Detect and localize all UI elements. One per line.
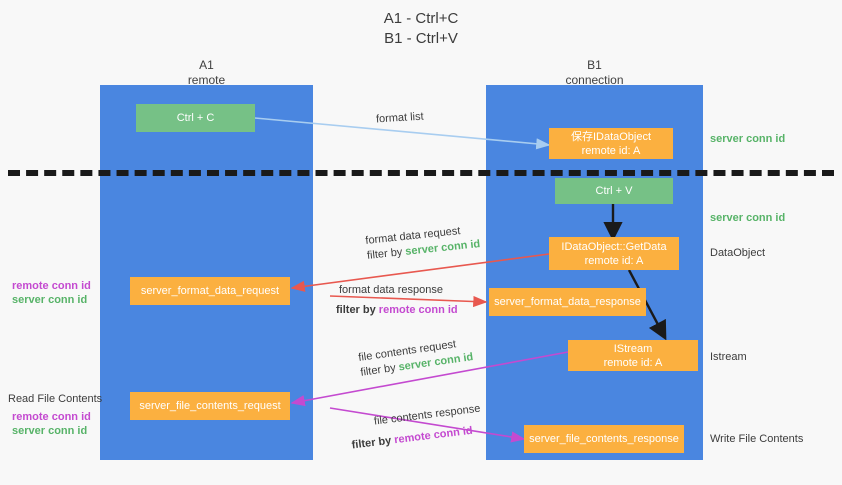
node-idataobject[interactable]: 保存IDataObject remote id: A bbox=[549, 128, 673, 159]
phase-divider bbox=[8, 170, 834, 176]
edge-label-format-data-request-filter-prefix: filter by bbox=[366, 245, 406, 262]
annotation-dataobject: DataObject bbox=[710, 247, 766, 259]
node-server-format-data-request[interactable]: server_format_data_request bbox=[130, 277, 290, 305]
node-server-format-data-request-label: server_format_data_request bbox=[140, 285, 280, 297]
edge-label-file-contents-request: file contents request filter by server c… bbox=[357, 335, 474, 381]
node-idataobject-line2: remote id: A bbox=[581, 144, 641, 157]
column-header-b1-name: B1 bbox=[587, 58, 602, 72]
annotation-server-conn-id-2: server conn id bbox=[12, 425, 88, 437]
node-server-file-contents-request-label: server_file_contents_request bbox=[139, 400, 281, 412]
node-ctrl-c[interactable]: Ctrl + C bbox=[136, 104, 255, 132]
annotation-remote-conn-id-2: remote conn id bbox=[12, 411, 91, 423]
node-ctrl-c-label: Ctrl + C bbox=[176, 112, 215, 124]
column-header-a1-sublabel: remote bbox=[187, 73, 226, 87]
node-idataobject-getdata[interactable]: IDataObject::GetData remote id: A bbox=[549, 237, 679, 270]
edge-label-format-list: format list bbox=[376, 110, 425, 128]
annotation-server-conn-id-mid: server conn id bbox=[710, 212, 786, 224]
edge-label-format-data-response-filter-prefix: filter by bbox=[336, 304, 379, 316]
node-ctrl-v[interactable]: Ctrl + V bbox=[555, 178, 673, 204]
edge-label-format-list-text: format list bbox=[375, 110, 424, 126]
edge-label-file-contents-request-filter-prefix: filter by bbox=[359, 361, 400, 379]
edge-label-format-data-response-filter: filter by remote conn id bbox=[336, 303, 458, 318]
column-header-a1-name: A1 bbox=[199, 58, 214, 72]
node-istream[interactable]: IStream remote id: A bbox=[568, 340, 698, 371]
column-header-a1: A1 remote bbox=[100, 58, 313, 88]
edge-label-format-data-response: format data response filter by remote co… bbox=[336, 283, 458, 318]
column-header-b1-sublabel: connection bbox=[565, 73, 624, 87]
annotation-server-conn-id-1: server conn id bbox=[12, 294, 88, 306]
edge-label-format-data-response-line1: format data response bbox=[339, 284, 443, 296]
node-idataobject-getdata-line1: IDataObject::GetData bbox=[561, 240, 667, 253]
edge-label-file-contents-response: file contents response filter by remote … bbox=[351, 402, 484, 452]
title-line-1: A1 - Ctrl+C bbox=[383, 10, 459, 27]
node-server-format-data-response-label: server_format_data_response bbox=[494, 296, 641, 308]
title-line-2: B1 - Ctrl+V bbox=[384, 30, 458, 47]
node-server-file-contents-response[interactable]: server_file_contents_response bbox=[524, 425, 684, 453]
annotation-read-file-contents: Read File Contents bbox=[8, 393, 103, 405]
annotation-write-file-contents: Write File Contents bbox=[710, 433, 804, 445]
annotation-remote-conn-id-1: remote conn id bbox=[12, 280, 91, 292]
node-idataobject-line1: 保存IDataObject bbox=[570, 130, 652, 143]
edge-label-file-contents-response-filter-prefix: filter by bbox=[351, 434, 396, 452]
node-istream-line1: IStream bbox=[613, 342, 653, 355]
edge-label-format-data-response-filter-value: remote conn id bbox=[378, 304, 458, 316]
diagram-title: A1 - Ctrl+C B1 - Ctrl+V bbox=[0, 9, 842, 49]
edge-label-format-data-request: format data request filter by server con… bbox=[365, 222, 481, 264]
edge-label-file-contents-response-filter-value: remote conn id bbox=[393, 424, 474, 447]
node-server-format-data-response[interactable]: server_format_data_response bbox=[489, 288, 646, 316]
column-header-b1: B1 connection bbox=[486, 58, 703, 88]
edge-label-file-contents-response-filter: filter by remote conn id bbox=[351, 422, 484, 453]
node-istream-line2: remote id: A bbox=[603, 356, 663, 369]
node-ctrl-v-label: Ctrl + V bbox=[595, 185, 633, 197]
annotation-server-conn-id-top: server conn id bbox=[710, 133, 786, 145]
node-server-file-contents-response-label: server_file_contents_response bbox=[529, 433, 679, 445]
node-idataobject-getdata-line2: remote id: A bbox=[584, 254, 644, 267]
node-server-file-contents-request[interactable]: server_file_contents_request bbox=[130, 392, 290, 420]
annotation-istream: Istream bbox=[710, 351, 747, 363]
